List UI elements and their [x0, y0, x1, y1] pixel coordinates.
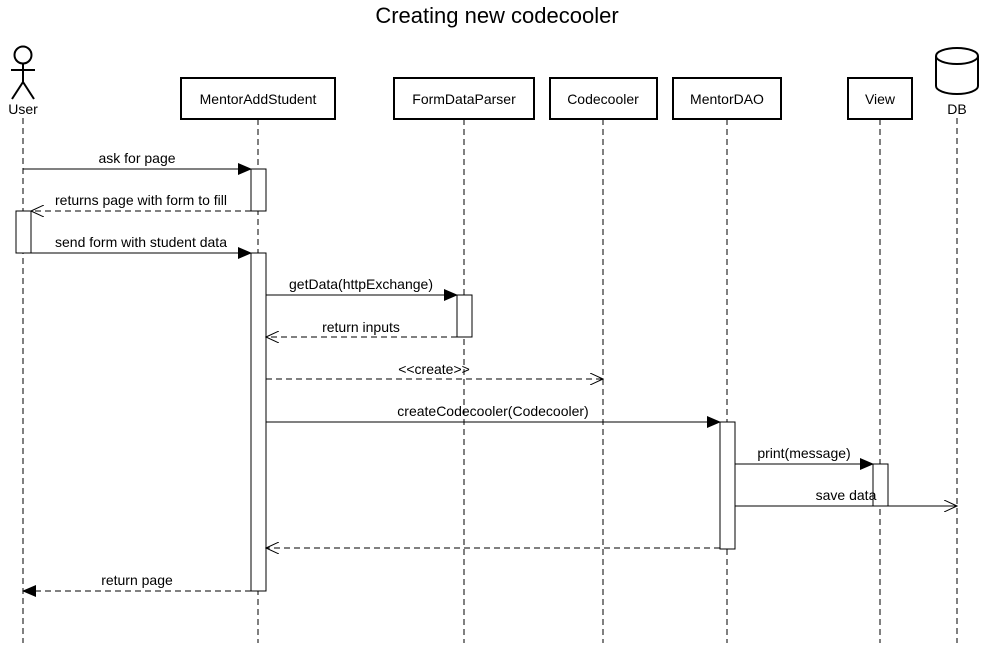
participant-label: DB: [947, 101, 966, 117]
message-label: save data: [816, 487, 877, 503]
activation-bar: [15, 210, 32, 254]
participant-user: User: [8, 45, 38, 117]
message-label: return inputs: [322, 319, 400, 335]
message-label: send form with student data: [55, 234, 227, 250]
message-label: print(message): [757, 445, 850, 461]
participant-label: MentorDAO: [690, 91, 764, 107]
diagram-title: Creating new codecooler: [375, 3, 618, 28]
message-return-page: return page: [22, 572, 251, 597]
participant-label: Codecooler: [567, 91, 639, 107]
participant-form-data-parser: FormDataParser: [393, 77, 535, 120]
message-ask-for-page: ask for page: [23, 150, 252, 175]
database-icon: [935, 47, 979, 95]
message-label: <<create>>: [398, 361, 470, 377]
message-label: getData(httpExchange): [289, 276, 433, 292]
message-label: return page: [101, 572, 173, 588]
message-send-form: send form with student data: [31, 234, 252, 259]
participant-label: MentorAddStudent: [200, 91, 317, 107]
message-label: returns page with form to fill: [55, 192, 227, 208]
participant-label: User: [8, 101, 38, 117]
activation-bar: [456, 294, 473, 338]
activation-bar: [250, 168, 267, 212]
message-label: createCodecooler(Codecooler): [397, 403, 588, 419]
activations: [15, 168, 889, 592]
participant-label: FormDataParser: [412, 91, 516, 107]
message-save-data: save data: [735, 487, 957, 506]
message-create-codecooler: createCodecooler(Codecooler): [266, 403, 721, 428]
activation-bar: [250, 252, 267, 592]
message-returns-page: returns page with form to fill: [31, 192, 251, 211]
participant-mentor-add-student: MentorAddStudent: [180, 77, 336, 120]
participant-db: DB: [935, 47, 979, 117]
message-return-inputs: return inputs: [266, 319, 457, 337]
participant-view: View: [847, 77, 913, 120]
participant-label: View: [865, 91, 896, 107]
message-print: print(message): [735, 445, 874, 470]
message-get-data: getData(httpExchange): [266, 276, 458, 301]
participant-codecooler: Codecooler: [549, 77, 658, 120]
activation-bar: [719, 421, 736, 550]
actor-icon: [11, 45, 35, 100]
message-label: ask for page: [98, 150, 175, 166]
participant-mentor-dao: MentorDAO: [672, 77, 782, 120]
message-create: <<create>>: [266, 361, 603, 379]
